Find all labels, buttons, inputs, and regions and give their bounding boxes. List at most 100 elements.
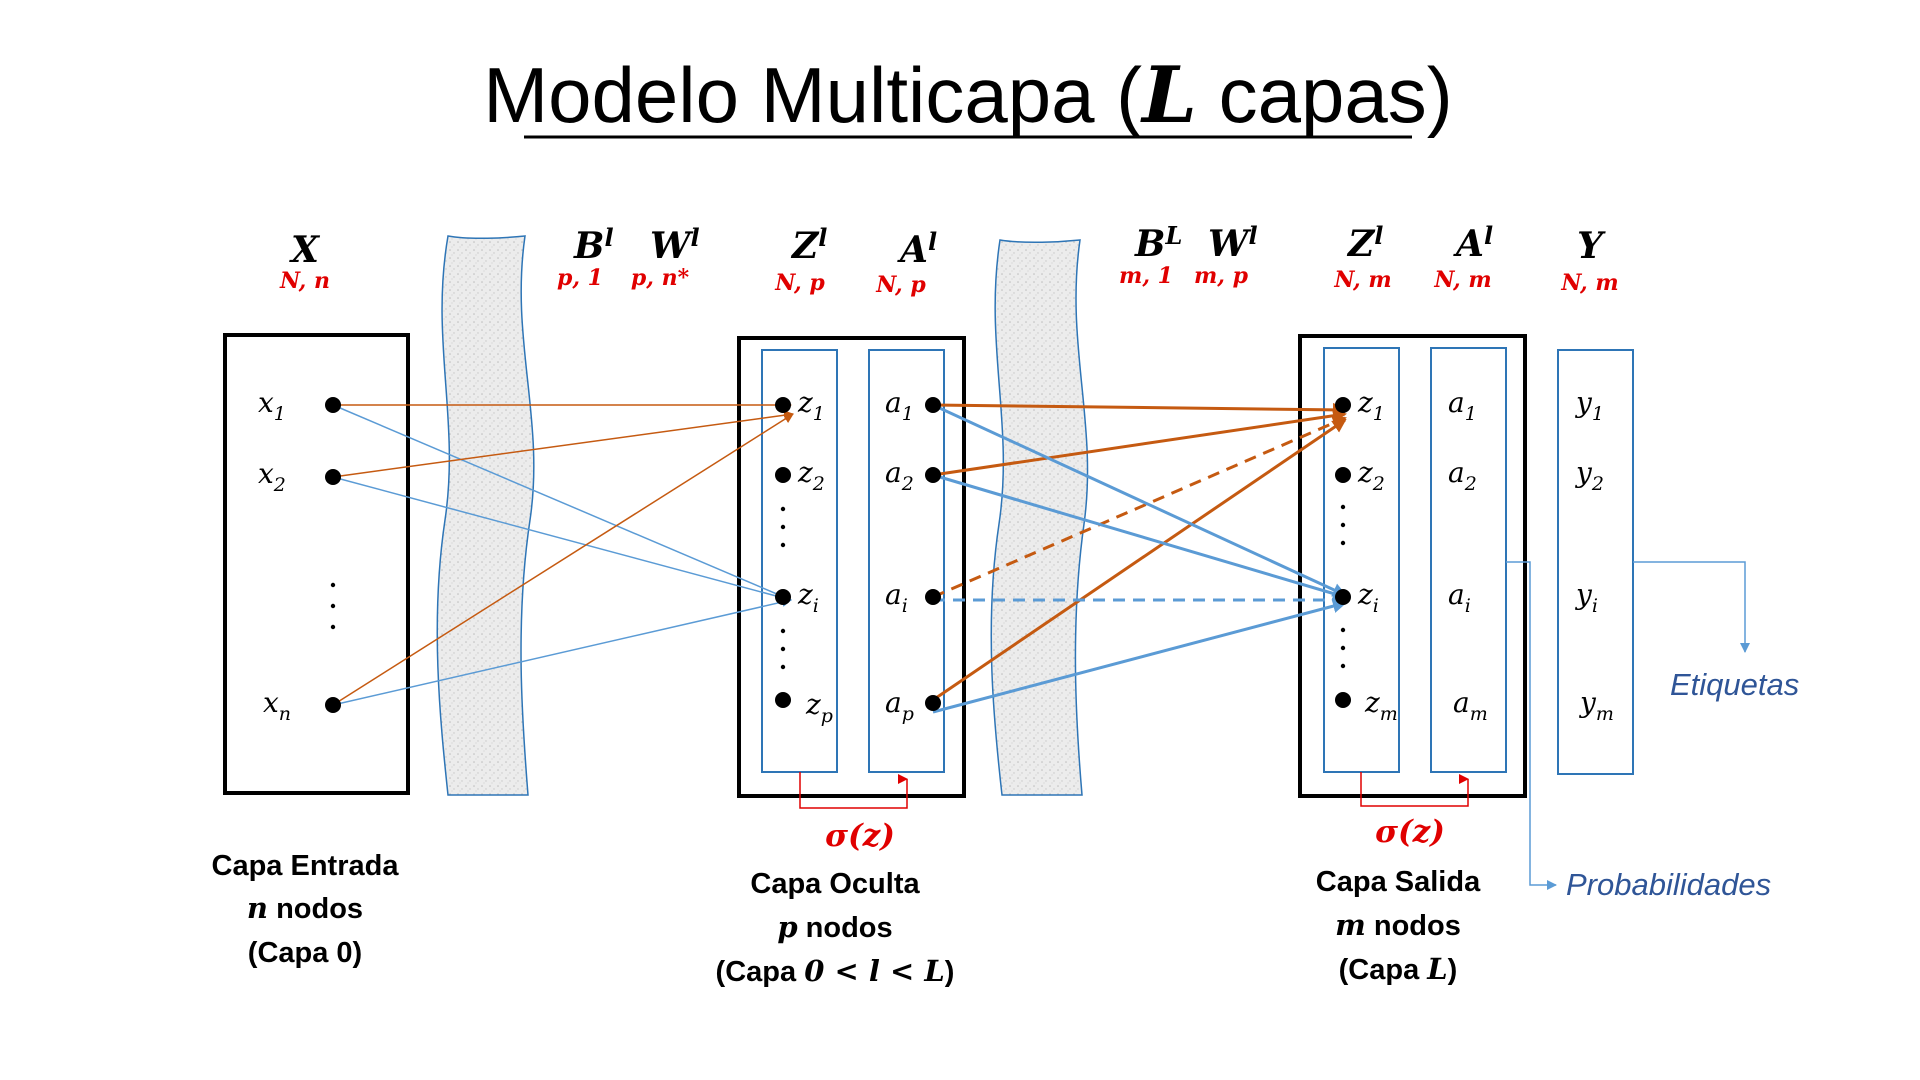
- output-activation-connector: [1360, 772, 1469, 807]
- svg-text:zm: zm: [1364, 686, 1398, 725]
- probabilidades-connector: [1506, 561, 1557, 890]
- hidden-z-ellipsis-top: [780, 506, 786, 548]
- y-label: yi: [1574, 578, 1598, 617]
- probabilidades-label: Probabilidades: [1566, 867, 1771, 902]
- svg-text:Al: Al: [897, 227, 937, 271]
- svg-text:Bl: Bl: [573, 223, 614, 267]
- svg-text:N, p: N, p: [774, 270, 825, 296]
- header-y: Y N, m: [1560, 225, 1618, 296]
- hidden-z-nodes: z1 z2 zi zp: [775, 386, 833, 727]
- svg-text:z1: z1: [1357, 386, 1385, 425]
- svg-text:z2: z2: [797, 456, 825, 495]
- output-z-node: z1: [1335, 386, 1385, 425]
- svg-text:N, m: N, m: [1560, 270, 1618, 296]
- hidden-a-nodes: a1 a2 ai ap: [885, 386, 941, 725]
- hidden-activation-connector: [799, 772, 908, 809]
- svg-text:zi: zi: [797, 578, 819, 617]
- hidden-z-node: z2: [775, 456, 825, 495]
- output-a-node: ai: [1448, 578, 1471, 617]
- hidden-a-node: a1: [885, 386, 941, 425]
- hidden-z-node: zi: [775, 578, 819, 617]
- hidden-a-node: ap: [885, 686, 941, 725]
- y-label: ym: [1578, 686, 1614, 725]
- svg-text:z1: z1: [797, 386, 825, 425]
- header-z-output: Zl N, m: [1333, 221, 1391, 293]
- header-b-output: BL m, 1: [1119, 221, 1182, 289]
- svg-text:zp: zp: [805, 688, 833, 727]
- output-z-node: zm: [1335, 686, 1398, 725]
- hidden-layer-caption: Capa Oculta p nodos (Capa 0 < l < L): [716, 868, 955, 988]
- hidden-a-node: a2: [885, 456, 941, 495]
- svg-text:zi: zi: [1357, 578, 1379, 617]
- svg-text:a2: a2: [885, 456, 914, 495]
- svg-text:ai: ai: [885, 578, 908, 617]
- etiquetas-label: Etiquetas: [1670, 667, 1799, 702]
- header-w-hidden: Wl p, n*: [631, 223, 700, 291]
- svg-text:BL: BL: [1134, 221, 1182, 265]
- svg-text:x2: x2: [258, 457, 286, 496]
- svg-text:Zl: Zl: [790, 223, 827, 267]
- svg-text:(Capa 0 < l < L): (Capa 0 < l < L): [716, 954, 955, 988]
- output-a-node: a1: [1448, 386, 1477, 425]
- svg-text:p nodos: p nodos: [777, 910, 892, 944]
- header-a-output: Al N, m: [1433, 221, 1493, 293]
- svg-text:Wl: Wl: [1208, 221, 1258, 265]
- header-a-hidden: Al N, p: [875, 227, 937, 298]
- svg-text:Al: Al: [1453, 221, 1493, 265]
- page-title: Modelo Multicapa (L capas): [483, 50, 1453, 141]
- svg-text:ap: ap: [885, 686, 914, 725]
- svg-text:(Capa 0): (Capa 0): [248, 937, 362, 969]
- svg-text:N, m: N, m: [1433, 267, 1491, 293]
- header-x: X N, n: [279, 229, 330, 294]
- header-b-hidden: Bl p, 1: [557, 223, 614, 291]
- svg-text:Zl: Zl: [1346, 221, 1383, 265]
- svg-text:N, m: N, m: [1333, 267, 1391, 293]
- output-a-nodes: a1 a2 ai am: [1448, 386, 1488, 725]
- output-z-ellipsis-bottom: [1340, 627, 1346, 669]
- etiquetas-connector: [1633, 561, 1750, 653]
- svg-text:X: X: [289, 229, 321, 271]
- svg-text:Wl: Wl: [650, 223, 700, 267]
- svg-text:Y: Y: [1577, 225, 1606, 267]
- svg-text:N, n: N, n: [279, 268, 330, 294]
- hidden-layer-box: [737, 336, 966, 798]
- weights-band-left: [436, 235, 535, 796]
- svg-text:m, p: m, p: [1194, 263, 1249, 289]
- svg-text:(Capa L): (Capa L): [1339, 952, 1458, 986]
- y-label: y2: [1574, 456, 1604, 495]
- weights-band-right: [990, 239, 1089, 796]
- y-label: y1: [1574, 386, 1604, 425]
- output-z-node: z2: [1335, 456, 1385, 495]
- input-layer-box: [223, 333, 410, 795]
- hidden-z-node: zp: [775, 688, 833, 727]
- header-z-hidden: Zl N, p: [774, 223, 827, 296]
- output-z-node: zi: [1335, 578, 1379, 617]
- input-to-hidden-connections: [332, 400, 794, 706]
- output-z-nodes: z1 z2 zi zm: [1335, 386, 1398, 725]
- output-z-ellipsis-top: [1340, 504, 1346, 546]
- hidden-a-node: ai: [885, 578, 941, 617]
- output-layer-box: [1298, 334, 1527, 798]
- y-labels: y1 y2 yi ym: [1574, 386, 1614, 725]
- input-nodes: x1 x2 xn: [258, 386, 341, 725]
- svg-text:p, 1: p, 1: [557, 265, 603, 291]
- svg-text:xn: xn: [263, 686, 291, 725]
- svg-text:N, p: N, p: [875, 272, 926, 298]
- hidden-z-node: z1: [775, 386, 825, 425]
- hidden-z-ellipsis-bottom: [780, 628, 786, 670]
- input-ellipsis: [330, 582, 336, 630]
- input-node: x1: [258, 386, 341, 425]
- hidden-sigma-label: σ(z): [825, 818, 895, 854]
- output-a-column: [1430, 347, 1507, 773]
- output-layer-caption: Capa Salida m nodos (Capa L): [1316, 866, 1481, 986]
- input-node: x2: [258, 457, 341, 496]
- svg-text:x1: x1: [258, 386, 286, 425]
- output-sigma-label: σ(z): [1375, 814, 1445, 850]
- output-a-node: am: [1453, 686, 1488, 725]
- header-w-output: Wl m, p: [1194, 221, 1258, 289]
- output-a-node: a2: [1448, 456, 1477, 495]
- svg-text:m nodos: m nodos: [1335, 908, 1461, 942]
- hidden-to-output-connections: [932, 402, 1347, 714]
- svg-text:a1: a1: [885, 386, 914, 425]
- svg-text:n nodos: n nodos: [247, 891, 363, 925]
